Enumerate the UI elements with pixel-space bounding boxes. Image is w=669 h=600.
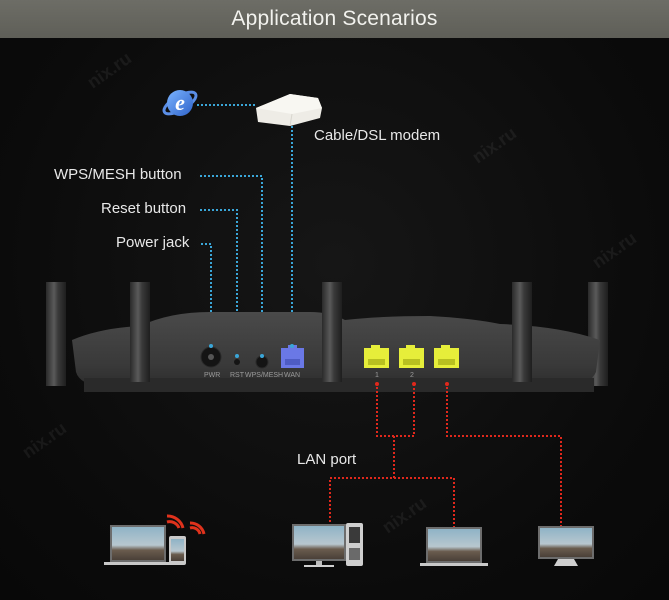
lan-port-label: LAN port [297,451,357,468]
antenna-1 [46,282,66,386]
lan-port-3 [434,345,459,368]
antenna-3-front [322,282,342,382]
to-aio-line [446,383,562,526]
to-desktop-line [329,436,395,524]
power-jack-label: Power jack [116,234,190,251]
power-line [201,243,212,345]
wifi-signal-icon [166,520,181,529]
lan-port-2 [399,345,424,368]
laptop-with-tablet-icon [104,514,206,565]
port-label-wan: WAN [284,372,301,379]
port-label-lan1: 1 [375,372,379,379]
page-title: Application Scenarios [231,7,438,30]
power-jack [200,346,222,368]
lan1-lan2-line [376,383,415,437]
internet-explorer-icon: e [162,90,198,116]
port-label-pwr: PWR [204,372,221,379]
red-connection-lines [329,383,562,527]
wan-port [281,345,304,368]
desktop-pc-icon [292,523,363,567]
svg-text:e: e [175,90,185,115]
reset-label: Reset button [101,200,187,217]
port-label-lan2: 2 [410,372,414,379]
wps-line [200,175,263,356]
connection-dots-blue [209,344,294,358]
blue-connection-lines [197,104,293,356]
modem-icon [256,94,322,127]
port-label-rst: RST [230,372,244,379]
modem-label: Cable/DSL modem [314,127,441,144]
antenna-4-front [512,282,532,382]
reset-line [200,209,238,356]
lan-port-1 [364,345,389,368]
header-bar: Application Scenarios [0,0,669,38]
reset-button [234,359,240,365]
wps-mesh-label: WPS/MESH button [54,166,182,183]
antenna-2-front [130,282,150,382]
to-laptop-line [394,477,455,527]
port-label-wps: WPS/MESH [245,372,284,379]
all-in-one-monitor-icon [538,526,594,566]
connection-dots-red [375,382,449,386]
laptop-icon [420,527,488,566]
